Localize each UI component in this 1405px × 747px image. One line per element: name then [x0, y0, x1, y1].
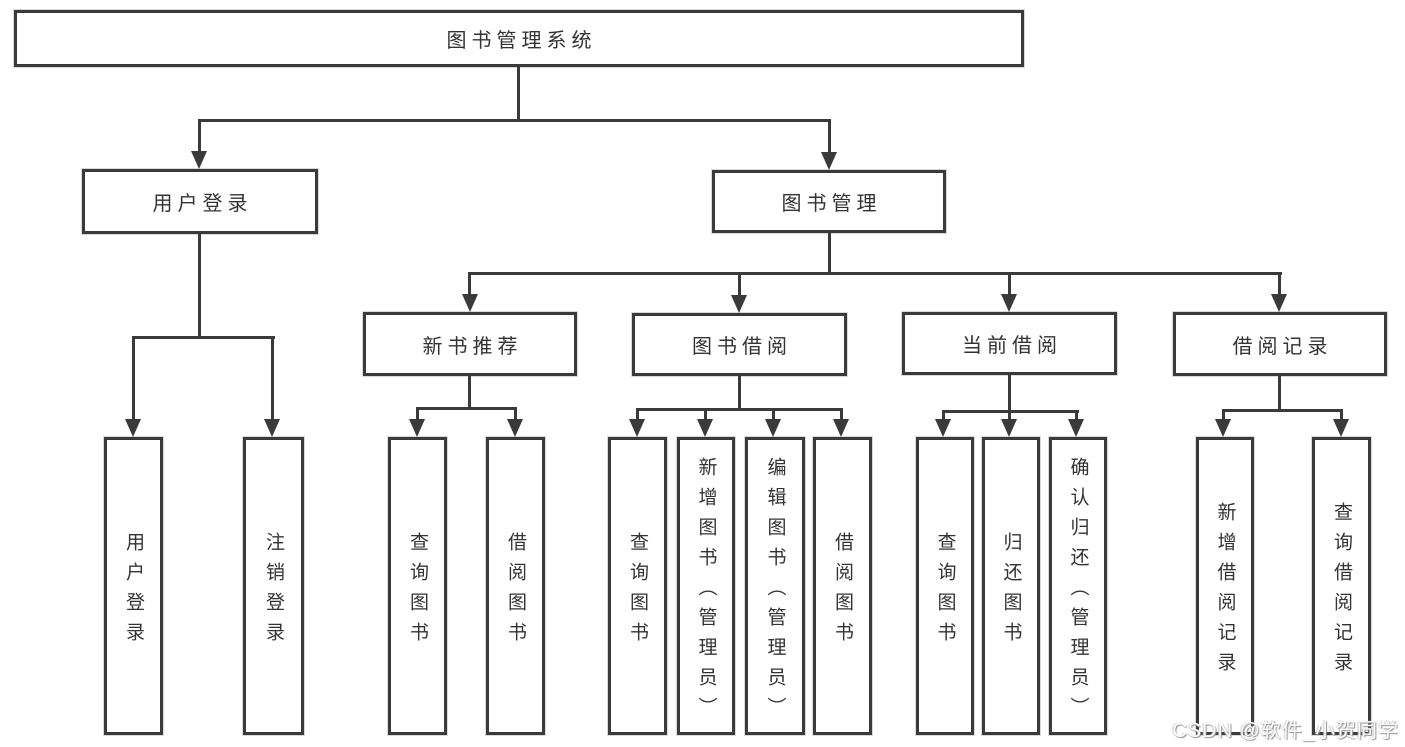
leaf-confirm-return-admin: 确认归还（管理员） — [1049, 437, 1107, 735]
arrow-down-icon — [821, 152, 837, 170]
arrow-down-icon — [935, 419, 951, 437]
node-root-label: 图书管理系统 — [446, 30, 597, 52]
leaf-query-borrow-record: 查询借阅记录 — [1312, 437, 1371, 735]
csdn-watermark: CSDN @软件_小贺同学 — [1172, 720, 1399, 742]
edge-to-book-borrow — [738, 272, 741, 295]
leaf-user-login: 用户登录 — [104, 437, 163, 735]
edge-root-stem — [517, 66, 520, 119]
leaf-borrow-books-label: 借阅图书 — [832, 531, 853, 652]
leaf-add-borrow-record-label: 新增借阅记录 — [1214, 501, 1236, 682]
edge-to-borrow-query — [636, 408, 639, 419]
edge-to-leaf-user-login — [132, 336, 135, 419]
arrow-down-icon — [697, 419, 713, 437]
leaf-return-books: 归还图书 — [982, 437, 1040, 735]
leaf-user-login-label: 用户登录 — [123, 531, 144, 652]
leaf-add-borrow-record: 新增借阅记录 — [1196, 437, 1254, 735]
edge-to-leaf-logout — [271, 336, 274, 419]
edge-to-user-login — [198, 119, 201, 151]
node-root: 图书管理系统 — [14, 10, 1024, 67]
leaf-recommend-query-books: 查询图书 — [388, 437, 447, 735]
edge-borrow-record-stem — [1278, 376, 1281, 409]
leaf-borrow-query-books-label: 查询图书 — [627, 531, 648, 652]
edge-to-borrow-books — [840, 408, 843, 419]
leaf-add-books-admin-label: 新增图书（管理员） — [695, 456, 717, 727]
edge-to-recommend-borrow — [514, 407, 517, 419]
node-book-borrow-label: 图书借阅 — [692, 336, 792, 358]
node-user-login: 用户登录 — [82, 169, 318, 234]
arrow-down-icon — [1001, 294, 1017, 312]
arrow-down-icon — [833, 419, 849, 437]
edge-to-return-books — [1008, 410, 1011, 419]
edge-to-edit-books — [772, 408, 775, 419]
edge-to-book-management — [828, 119, 831, 152]
arrow-down-icon — [1215, 419, 1231, 437]
edge-to-current-borrow — [1008, 272, 1011, 294]
node-user-login-label: 用户登录 — [152, 193, 253, 215]
leaf-borrow-books: 借阅图书 — [813, 437, 872, 735]
leaf-current-query-books: 查询图书 — [916, 437, 974, 735]
node-current-borrow-label: 当前借阅 — [962, 335, 1062, 357]
edge-user-login-stem — [198, 234, 201, 336]
node-book-management-label: 图书管理 — [781, 193, 882, 215]
leaf-logout: 注销登录 — [243, 437, 304, 735]
arrow-down-icon — [1068, 419, 1084, 437]
edge-book-borrow-stem — [738, 376, 741, 408]
node-current-borrow: 当前借阅 — [902, 312, 1117, 375]
edge-book-management-stem — [828, 233, 831, 272]
node-borrow-record: 借阅记录 — [1173, 312, 1387, 376]
leaf-borrow-query-books: 查询图书 — [608, 437, 667, 735]
leaf-edit-books-admin-label: 编辑图书（管理员） — [764, 456, 786, 727]
node-book-management: 图书管理 — [712, 170, 946, 233]
arrow-down-icon — [1333, 419, 1349, 437]
edge-to-borrow-record — [1278, 272, 1281, 294]
arrow-down-icon — [1001, 419, 1017, 437]
edge-to-add-books — [704, 408, 707, 419]
arrow-down-icon — [1271, 294, 1287, 312]
arrow-down-icon — [125, 419, 141, 437]
arrow-down-icon — [507, 419, 523, 437]
edge-user-login-bar — [132, 336, 275, 339]
edge-level1-bar — [198, 119, 831, 122]
edge-to-add-record — [1222, 409, 1225, 419]
arrow-down-icon — [409, 419, 425, 437]
arrow-down-icon — [462, 294, 478, 312]
edge-new-book-recommend-bar — [416, 407, 517, 410]
edge-to-confirm-return — [1075, 410, 1078, 419]
arrow-down-icon — [264, 419, 280, 437]
arrow-down-icon — [765, 419, 781, 437]
edge-to-query-record — [1340, 409, 1343, 419]
leaf-recommend-borrow-books-label: 借阅图书 — [505, 531, 526, 652]
node-new-book-recommend: 新书推荐 — [363, 312, 577, 376]
edge-new-book-recommend-stem — [468, 376, 471, 407]
leaf-edit-books-admin: 编辑图书（管理员） — [745, 437, 805, 735]
arrow-down-icon — [731, 295, 747, 313]
node-borrow-record-label: 借阅记录 — [1232, 335, 1333, 358]
leaf-confirm-return-admin-label: 确认归还（管理员） — [1067, 456, 1089, 727]
edge-to-new-book-recommend — [468, 272, 471, 294]
edge-to-recommend-query — [416, 407, 419, 419]
leaf-add-books-admin: 新增图书（管理员） — [677, 437, 735, 735]
edge-book-borrow-bar — [636, 408, 843, 411]
leaf-logout-label: 注销登录 — [263, 531, 284, 652]
node-book-borrow: 图书借阅 — [632, 313, 847, 376]
edge-to-current-query — [942, 410, 945, 419]
arrow-down-icon — [191, 151, 207, 169]
node-new-book-recommend-label: 新书推荐 — [422, 335, 523, 358]
edge-current-borrow-stem — [1008, 375, 1011, 410]
leaf-current-query-books-label: 查询图书 — [934, 531, 956, 652]
leaf-return-books-label: 归还图书 — [1000, 531, 1022, 652]
leaf-recommend-query-books-label: 查询图书 — [407, 531, 428, 652]
edge-level2-bar — [468, 272, 1282, 275]
leaf-recommend-borrow-books: 借阅图书 — [486, 437, 545, 735]
arrow-down-icon — [629, 419, 645, 437]
leaf-query-borrow-record-label: 查询借阅记录 — [1331, 501, 1352, 682]
edge-borrow-record-bar — [1222, 409, 1343, 412]
